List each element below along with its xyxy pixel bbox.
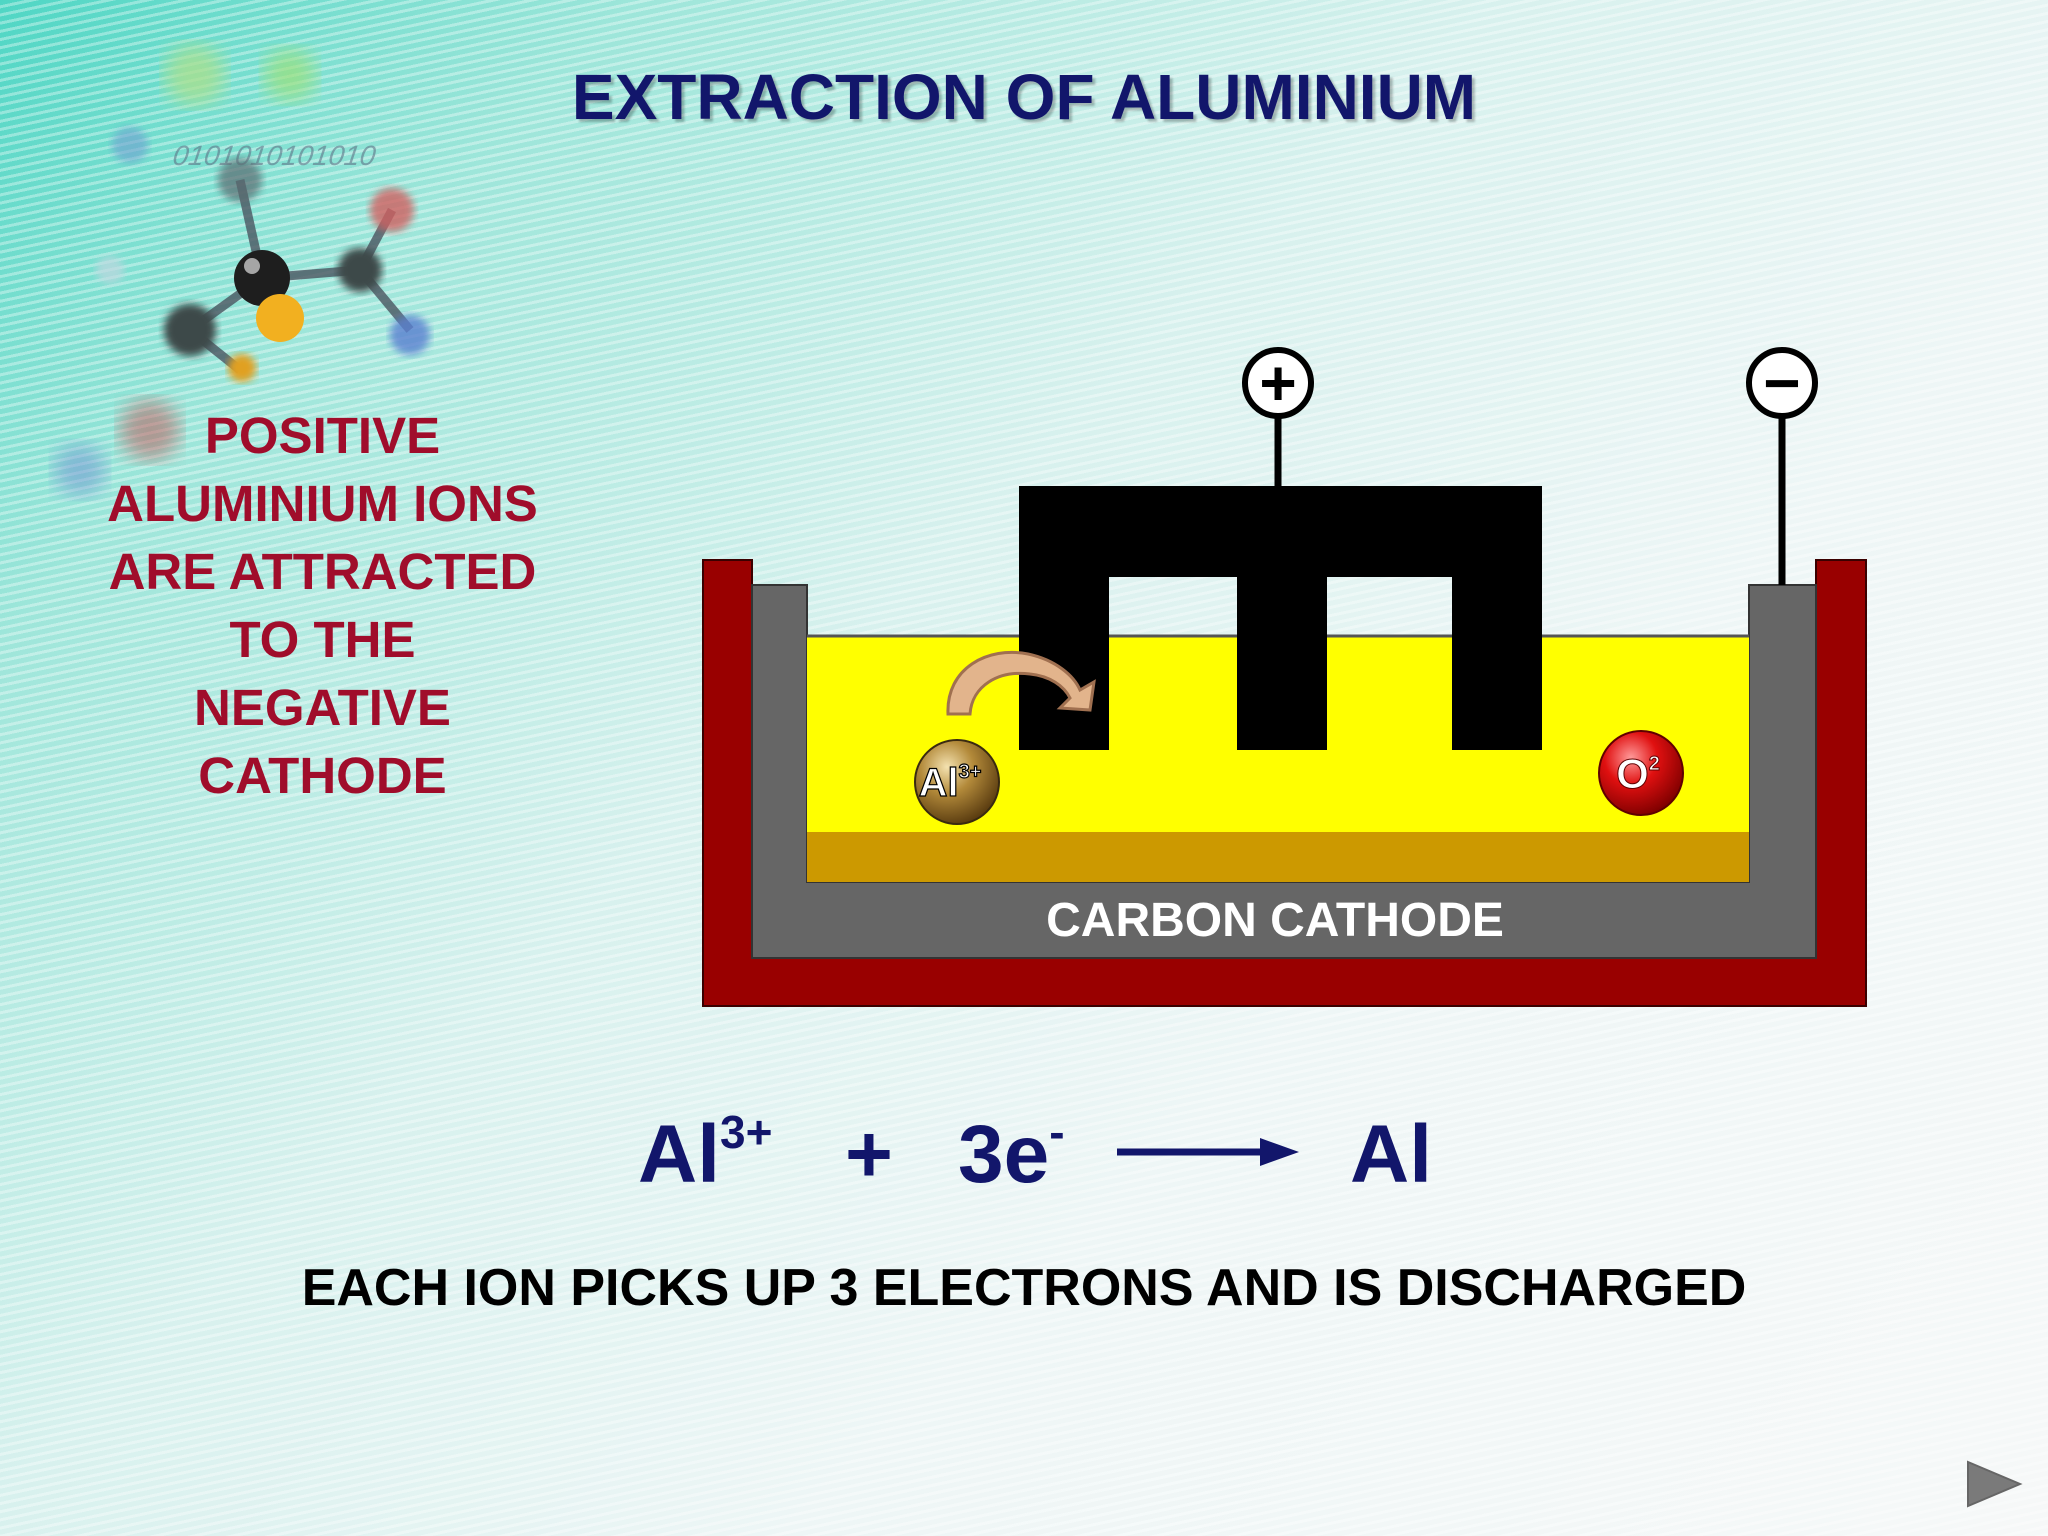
next-slide-icon[interactable] (1964, 1458, 2024, 1510)
slide-caption: EACH ION PICKS UP 3 ELECTRONS AND IS DIS… (301, 1259, 1747, 1317)
side-explanation: POSITIVE ALUMINIUM IONS ARE ATTRACTED TO… (60, 402, 585, 810)
aluminium-ion: Al3+ (914, 739, 1000, 825)
molten-aluminium-layer (807, 832, 1749, 882)
equation-electron-charge: - (1049, 1106, 1065, 1158)
cathode-sign: − (1763, 347, 1800, 419)
side-text-line: CATHODE (198, 747, 447, 804)
side-text-line: NEGATIVE (194, 679, 451, 736)
aluminium-ion-charge: 3+ (959, 761, 982, 783)
equation-electrons-label: 3e (958, 1109, 1050, 1200)
carbon-anode-block (1019, 486, 1542, 750)
oxide-ion-charge: 2 (1649, 753, 1660, 775)
equation-electrons: 3e- (958, 1100, 1065, 1210)
side-text-line: ARE ATTRACTED (108, 543, 537, 600)
svg-text:Al3+: Al3+ (919, 761, 982, 805)
slide-title: EXTRACTION OF ALUMINIUM (571, 61, 1477, 133)
molecule-decoration: 0101010101010 (54, 45, 430, 496)
side-text-line: POSITIVE (204, 407, 441, 464)
cathode-label: CARBON CATHODE (1046, 894, 1504, 947)
svg-text:O2: O2 (1616, 750, 1660, 797)
binary-decoration: 0101010101010 (171, 140, 378, 171)
anode-terminal: + (1242, 347, 1314, 419)
attraction-arrow-icon (946, 650, 1096, 716)
aluminium-ion-symbol: Al (919, 761, 959, 805)
side-text-line: ALUMINIUM IONS (107, 475, 538, 532)
cathode-terminal: − (1746, 347, 1818, 419)
equation-reactant-symbol: Al (638, 1109, 720, 1200)
side-text-line: TO THE (229, 611, 416, 668)
reaction-arrow-icon (1117, 1138, 1299, 1166)
oxide-ion-symbol: O (1616, 750, 1649, 797)
equation-plus: + (845, 1109, 893, 1200)
oxide-ion: O2 (1598, 730, 1684, 816)
equation-product: Al (1350, 1109, 1432, 1200)
equation-reactant-charge: 3+ (720, 1106, 773, 1158)
equation-reactant: Al3+ (638, 1100, 772, 1210)
anode-sign: + (1259, 347, 1296, 419)
